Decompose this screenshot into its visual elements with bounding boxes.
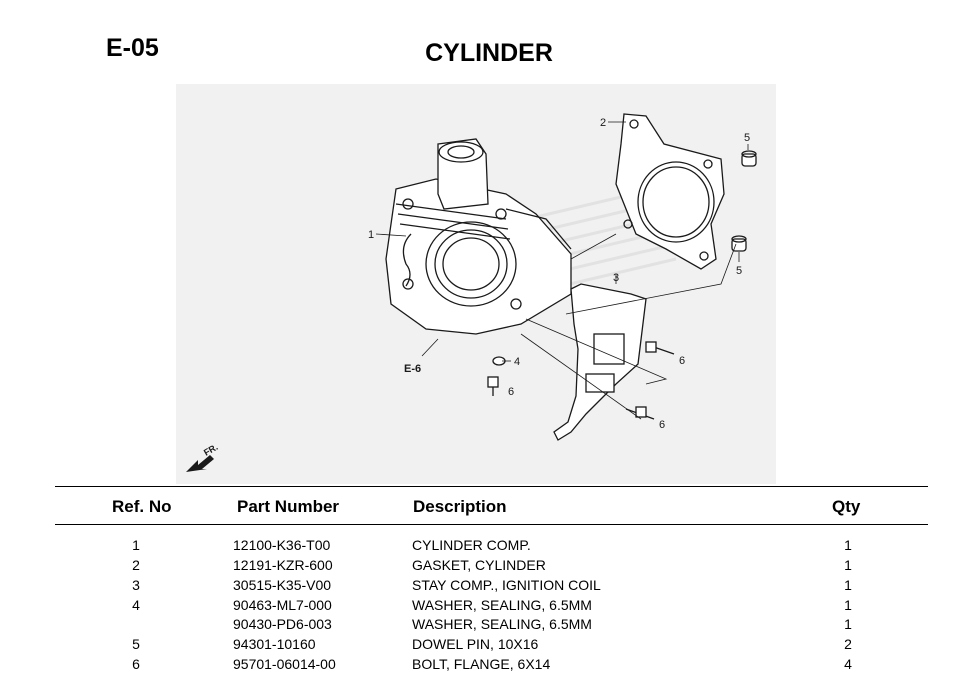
part-number-cell: 90430-PD6-003 xyxy=(233,616,332,632)
table-top-rule xyxy=(55,486,928,487)
qty-cell: 1 xyxy=(844,616,852,632)
callout-4: 4 xyxy=(514,356,520,368)
column-header-ref-no: Ref. No xyxy=(112,497,172,516)
ref-no-cell: 6 xyxy=(132,656,140,672)
ref-no-cell: 5 xyxy=(132,636,140,652)
callout-6-lower: 6 xyxy=(659,419,665,431)
description-cell: DOWEL PIN, 10X16 xyxy=(412,636,539,652)
qty-cell: 1 xyxy=(844,557,852,573)
qty-cell: 4 xyxy=(844,656,852,672)
section-ref-label: E-6 xyxy=(404,363,421,375)
section-code: E-05 xyxy=(106,34,159,62)
ref-no-cell: 2 xyxy=(132,557,140,573)
part-number-cell: 94301-10160 xyxy=(233,636,316,652)
cylinder-body xyxy=(385,138,572,335)
description-cell: BOLT, FLANGE, 6X14 xyxy=(412,656,551,672)
description-cell: GASKET, CYLINDER xyxy=(412,557,546,573)
dowel-pin-upper xyxy=(741,150,757,167)
table-header-rule xyxy=(55,524,928,525)
flange-bolt-left xyxy=(487,376,499,396)
callout-5-lower: 5 xyxy=(736,265,742,277)
callout-3: 3 xyxy=(613,272,619,284)
qty-cell: 1 xyxy=(844,537,852,553)
qty-cell: 1 xyxy=(844,597,852,613)
qty-cell: 2 xyxy=(844,636,852,652)
leader-lines xyxy=(421,233,737,420)
qty-cell: 1 xyxy=(844,577,852,593)
column-header-description: Description xyxy=(413,497,507,516)
part-number-cell: 12100-K36-T00 xyxy=(233,537,331,553)
callout-2: 2 xyxy=(600,117,606,129)
description-cell: STAY COMP., IGNITION COIL xyxy=(412,577,601,593)
part-number-cell: 12191-KZR-600 xyxy=(233,557,333,573)
ref-no-cell: 1 xyxy=(132,537,140,553)
callout-5-upper: 5 xyxy=(744,132,750,144)
part-number-cell: 30515-K35-V00 xyxy=(233,577,332,593)
cylinder-gasket xyxy=(615,113,725,270)
callout-6-right: 6 xyxy=(679,355,685,367)
part-number-cell: 90463-ML7-000 xyxy=(233,597,332,613)
cylinder-exploded-view: 1 2 3 4 5 5 6 6 6 E-6 FR. xyxy=(176,84,776,484)
ref-no-cell: 3 xyxy=(132,577,140,593)
ignition-coil-stay xyxy=(553,283,647,441)
page-title: CYLINDER xyxy=(425,39,553,67)
ref-no-cell: 4 xyxy=(132,597,140,613)
description-cell: WASHER, SEALING, 6.5MM xyxy=(412,597,592,613)
dowel-pin-lower xyxy=(731,235,747,252)
description-cell: CYLINDER COMP. xyxy=(412,537,531,553)
flange-bolt-lower xyxy=(625,406,655,420)
callout-numbers: 1 2 3 4 5 5 6 6 6 E-6 xyxy=(368,117,750,431)
exploded-parts-diagram: 1 2 3 4 5 5 6 6 6 E-6 FR. xyxy=(176,84,776,484)
callout-1: 1 xyxy=(368,229,374,241)
column-header-qty: Qty xyxy=(832,497,861,516)
description-cell: WASHER, SEALING, 6.5MM xyxy=(412,616,592,632)
flange-bolt-right xyxy=(645,341,675,355)
callout-6-left: 6 xyxy=(508,386,514,398)
part-number-cell: 95701-06014-00 xyxy=(233,656,336,672)
column-header-part-number: Part Number xyxy=(237,497,340,516)
